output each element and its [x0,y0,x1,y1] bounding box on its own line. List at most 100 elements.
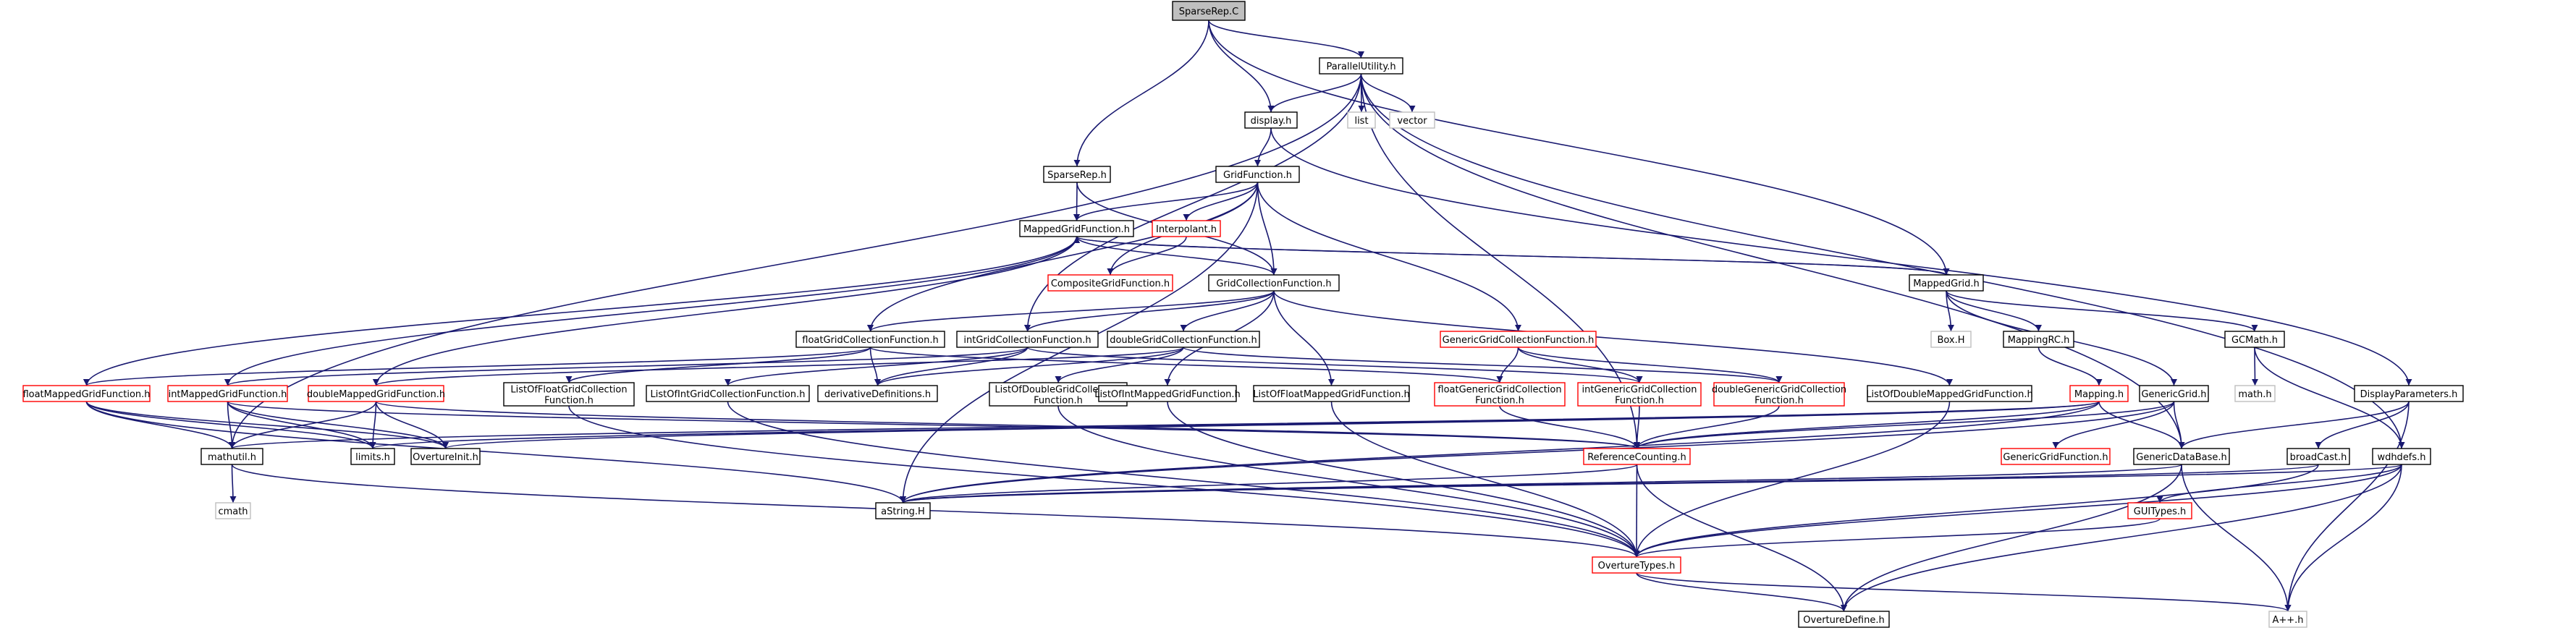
node-genericgrid-h[interactable]: GenericGrid.h [2139,385,2209,402]
node-overturetypes-h[interactable]: OvertureTypes.h [1592,556,1681,574]
node-limits-h[interactable]: limits.h [350,448,395,465]
node-genericgridcollectionfunction-h[interactable]: GenericGridCollectionFunction.h [1440,331,1597,348]
node-mappingrc-h[interactable]: MappingRC.h [2003,331,2074,348]
edge-parallelutility_h-to-intgridcollectionfunction_h [1024,73,1362,332]
node-box-h: Box.H [1930,331,1972,348]
edge-intgridcollectionfunction_h-to-intgenericgridcollectionfunction_h [1026,347,1643,383]
node-doublegridcollectionfunction-h[interactable]: doubleGridCollectionFunction.h [1107,331,1260,348]
node-listoffloatmappedgridfunction-h[interactable]: ListOfFloatMappedGridFunction.h [1253,385,1410,402]
node-sparserep-h[interactable]: SparseRep.h [1043,166,1111,183]
node-label: Interpolant.h [1156,224,1217,235]
node-intgridcollectionfunction-h[interactable]: intGridCollectionFunction.h [956,331,1099,348]
node-a-plus-plus-h: A++.h [2268,611,2307,628]
node-label: GenericDataBase.h [2136,452,2226,463]
node-overtureinit-h[interactable]: OvertureInit.h [410,448,481,465]
node-listofintgridcollectionfunction-h[interactable]: ListOfIntGridCollectionFunction.h [646,385,810,402]
node-box [2286,448,2350,465]
node-interpolant-h[interactable]: Interpolant.h [1152,220,1221,237]
edge-mapping_h-to-referencecounting_h [1634,401,2100,449]
node-label: Function.h [544,396,594,407]
node-mappedgridfunction-h[interactable]: MappedGridFunction.h [1019,220,1134,237]
node-label: Function.h [1475,396,1524,407]
node-box [2133,448,2230,465]
node-listofintmappedgridfunction-h[interactable]: ListOfIntMappedGridFunction.h [1094,385,1241,402]
node-gridcollectionfunction-h[interactable]: GridCollectionFunction.h [1208,274,1340,292]
node-astring-h[interactable]: aString.H [875,502,931,519]
node-box [1577,382,1702,407]
node-genericgridfunction-h[interactable]: GenericGridFunction.h [2001,448,2111,465]
edge-wdhdefs_h-to-guitypes_h [2156,464,2402,504]
node-label: Mapping.h [2074,389,2124,400]
node-broadcast-h[interactable]: broadCast.h [2286,448,2350,465]
edge-gridcollectionfunction_h-to-doublegridcollectionfunction_h [1180,290,1275,332]
node-guitypes-h[interactable]: GUITypes.h [2127,502,2192,519]
edge-floatmappedgridfunction_h-to-mathutil_h [85,401,235,449]
node-listofdoublemappedgridfunction-h[interactable]: ListOfDoubleMappedGridFunction.h [1866,385,2033,402]
edge-gridcollectionfunction_h-to-listoffloatmappedgridfunction_h [1273,290,1335,386]
edge-floatgridcollectionfunction_h-to-floatmappedgridfunction_h [83,347,871,386]
node-overturedefine-h[interactable]: OvertureDefine.h [1798,611,1890,628]
node-box [1930,331,1972,348]
node-doublemappedgridfunction-h[interactable]: doubleMappedGridFunction.h [307,385,445,402]
edge-guitypes_h-to-overturetypes_h [1633,518,2161,558]
node-display-h[interactable]: display.h [1244,111,1298,129]
edge-mappedgrid_h-to-box_h [1946,290,1954,332]
edge-broadcast_h-to-overturetypes_h [1633,464,2319,558]
node-mappedgrid-h[interactable]: MappedGrid.h [1909,274,1984,292]
node-box [2268,611,2307,628]
node-box [410,448,481,465]
node-label: SparseRep.C [1179,7,1239,17]
node-gridfunction-h[interactable]: GridFunction.h [1215,166,1300,183]
edge-intgridcollectionfunction_h-to-derivativedefinitions_h [874,347,1029,386]
node-label: floatMappedGridFunction.h [22,389,150,400]
node-box [1047,274,1173,292]
node-wdhdefs-h[interactable]: wdhdefs.h [2372,448,2431,465]
edge-gcmath_h-to-wdhdefs_h [2254,347,2405,449]
node-box [817,385,938,402]
node-compositegridfunction-h[interactable]: CompositeGridFunction.h [1047,274,1173,292]
edge-gridfunction_h-to-interpolant_h [1183,182,1259,221]
edge-sparserep_c-to-display_h [1208,20,1275,113]
node-floatmappedgridfunction-h[interactable]: floatMappedGridFunction.h [22,385,151,402]
node-box [1098,385,1237,402]
node-label: math.h [2238,389,2271,400]
edge-genericgrid_h-to-genericgridfunction_h [2052,401,2175,449]
node-label: intGridCollectionFunction.h [963,335,1091,346]
edge-intgridcollectionfunction_h-to-intmappedgridfunction_h [224,347,1029,386]
node-displayparameters-h[interactable]: DisplayParameters.h [2354,385,2464,402]
node-label: floatGenericGridCollection [1437,385,1561,396]
node-label: GCMath.h [2231,335,2278,346]
node-sparserep-c: SparseRep.C [1172,1,1246,21]
node-box [1347,111,1376,129]
node-derivativedefinitions-h[interactable]: derivativeDefinitions.h [817,385,938,402]
node-intmappedgridfunction-h[interactable]: intMappedGridFunction.h [167,385,288,402]
node-label: GenericGridCollectionFunction.h [1443,335,1595,346]
node-gcmath-h[interactable]: GCMath.h [2224,331,2285,348]
edge-display_h-to-gridfunction_h [1254,127,1272,167]
node-label: limits.h [355,452,390,463]
node-referencecounting-h[interactable]: ReferenceCounting.h [1583,448,1691,465]
node-genericdatabase-h[interactable]: GenericDataBase.h [2133,448,2230,465]
edge-wdhdefs_h-to-overturetypes_h [1633,464,2402,558]
edge-layer [83,20,2412,612]
edge-mappedgrid_h-to-gcmath_h [1946,290,2258,332]
node-box [1319,57,1403,75]
node-mapping-h[interactable]: Mapping.h [2069,385,2129,402]
node-mathutil-h[interactable]: mathutil.h [200,448,263,465]
edge-genericdatabase_h-to-astring_h [900,464,2182,504]
node-box [2139,385,2209,402]
edge-displayparameters_h-to-broadcast_h [2315,401,2410,449]
node-parallelutility-h[interactable]: ParallelUtility.h [1319,57,1403,75]
node-label: GenericGrid.h [2141,389,2206,400]
node-box [1215,166,1300,183]
node-label: A++.h [2272,615,2303,626]
node-label: ListOfIntMappedGridFunction.h [1094,389,1241,400]
node-label: intGenericGridCollection [1582,385,1697,396]
node-floatgridcollectionfunction-h[interactable]: floatGridCollectionFunction.h [795,331,945,348]
edge-mapping_h-to-limits_h [370,401,2100,449]
node-label: DisplayParameters.h [2360,389,2458,400]
